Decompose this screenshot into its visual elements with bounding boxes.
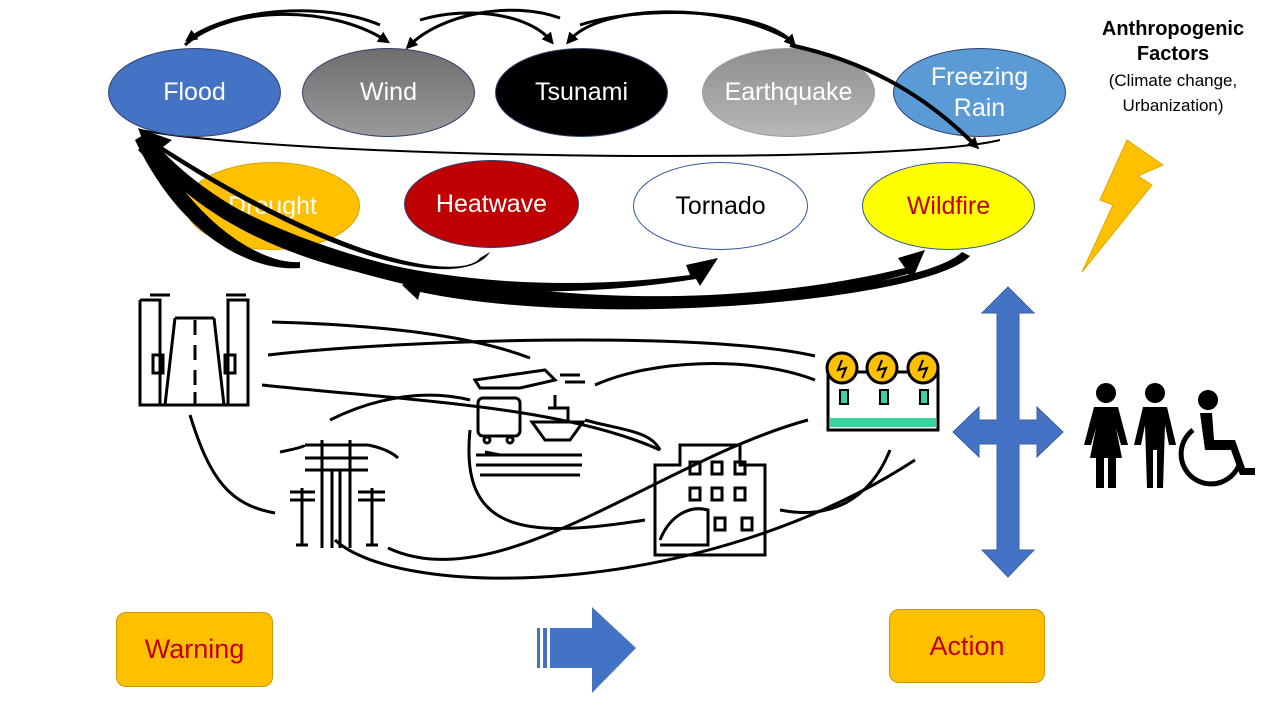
- wind-flood-arrow: [185, 9, 381, 42]
- cascade-arrows: [184, 8, 980, 150]
- flood-wind-arrow: [184, 12, 391, 47]
- transportation-icon: [472, 368, 586, 477]
- hazard-earthquake-label: Earthquake: [724, 78, 853, 106]
- people-icon: [1084, 383, 1255, 488]
- anthropogenic-subtitle: (Climate change, Urbanization): [1108, 71, 1238, 115]
- hazard-tsunami-label: Tsunami: [534, 78, 629, 106]
- hazard-loop-line: [139, 129, 1001, 158]
- tsunami-earthquake-arrow: [579, 11, 797, 47]
- hazard-tornado: Tornado: [633, 162, 808, 250]
- hazard-wildfire: Wildfire: [862, 162, 1035, 250]
- action-label: Action: [929, 630, 1005, 661]
- hazard-freezing-rain: Freezing Rain: [893, 48, 1066, 137]
- power-lines-icon: [279, 440, 400, 548]
- anthropogenic-factors: Anthropogenic Factors (Climate change, U…: [1082, 17, 1264, 118]
- earthquake-tsunami-arrow: [566, 10, 791, 45]
- hazard-wildfire-label: Wildfire: [906, 191, 991, 220]
- tapered-arrows: [135, 128, 970, 310]
- infrastructure-links: [188, 320, 916, 580]
- hazard-earthquake: Earthquake: [702, 48, 875, 137]
- hazard-wind-label: Wind: [360, 78, 417, 106]
- hazard-freezing-rain-label: Freezing Rain: [930, 62, 1029, 122]
- wind-tsunami-arrow: [419, 11, 554, 45]
- four-way-arrow-icon: [952, 286, 1064, 578]
- hazard-tornado-label: Tornado: [675, 191, 766, 220]
- hazard-heatwave-label: Heatwave: [435, 189, 548, 218]
- earthquake-wildfire-arrow: [789, 43, 980, 150]
- power-plant-icon: [825, 351, 940, 432]
- building-icon: [653, 443, 767, 557]
- hazard-heatwave: Heatwave: [404, 160, 579, 248]
- hazard-flood: Flood: [108, 48, 281, 137]
- hazard-wind: Wind: [302, 48, 475, 137]
- wildfire-to-heatwave-arrow: [402, 252, 970, 310]
- lightning-bolt-icon: [1081, 139, 1165, 273]
- road-icon: [138, 293, 250, 407]
- hazard-tsunami: Tsunami: [495, 48, 668, 137]
- warning-box: Warning: [116, 612, 273, 687]
- hazard-flood-label: Flood: [163, 78, 226, 106]
- action-box: Action: [889, 609, 1045, 683]
- anthropogenic-title: Anthropogenic Factors: [1101, 18, 1245, 65]
- warning-label: Warning: [144, 634, 245, 664]
- right-arrow-icon: [537, 607, 636, 693]
